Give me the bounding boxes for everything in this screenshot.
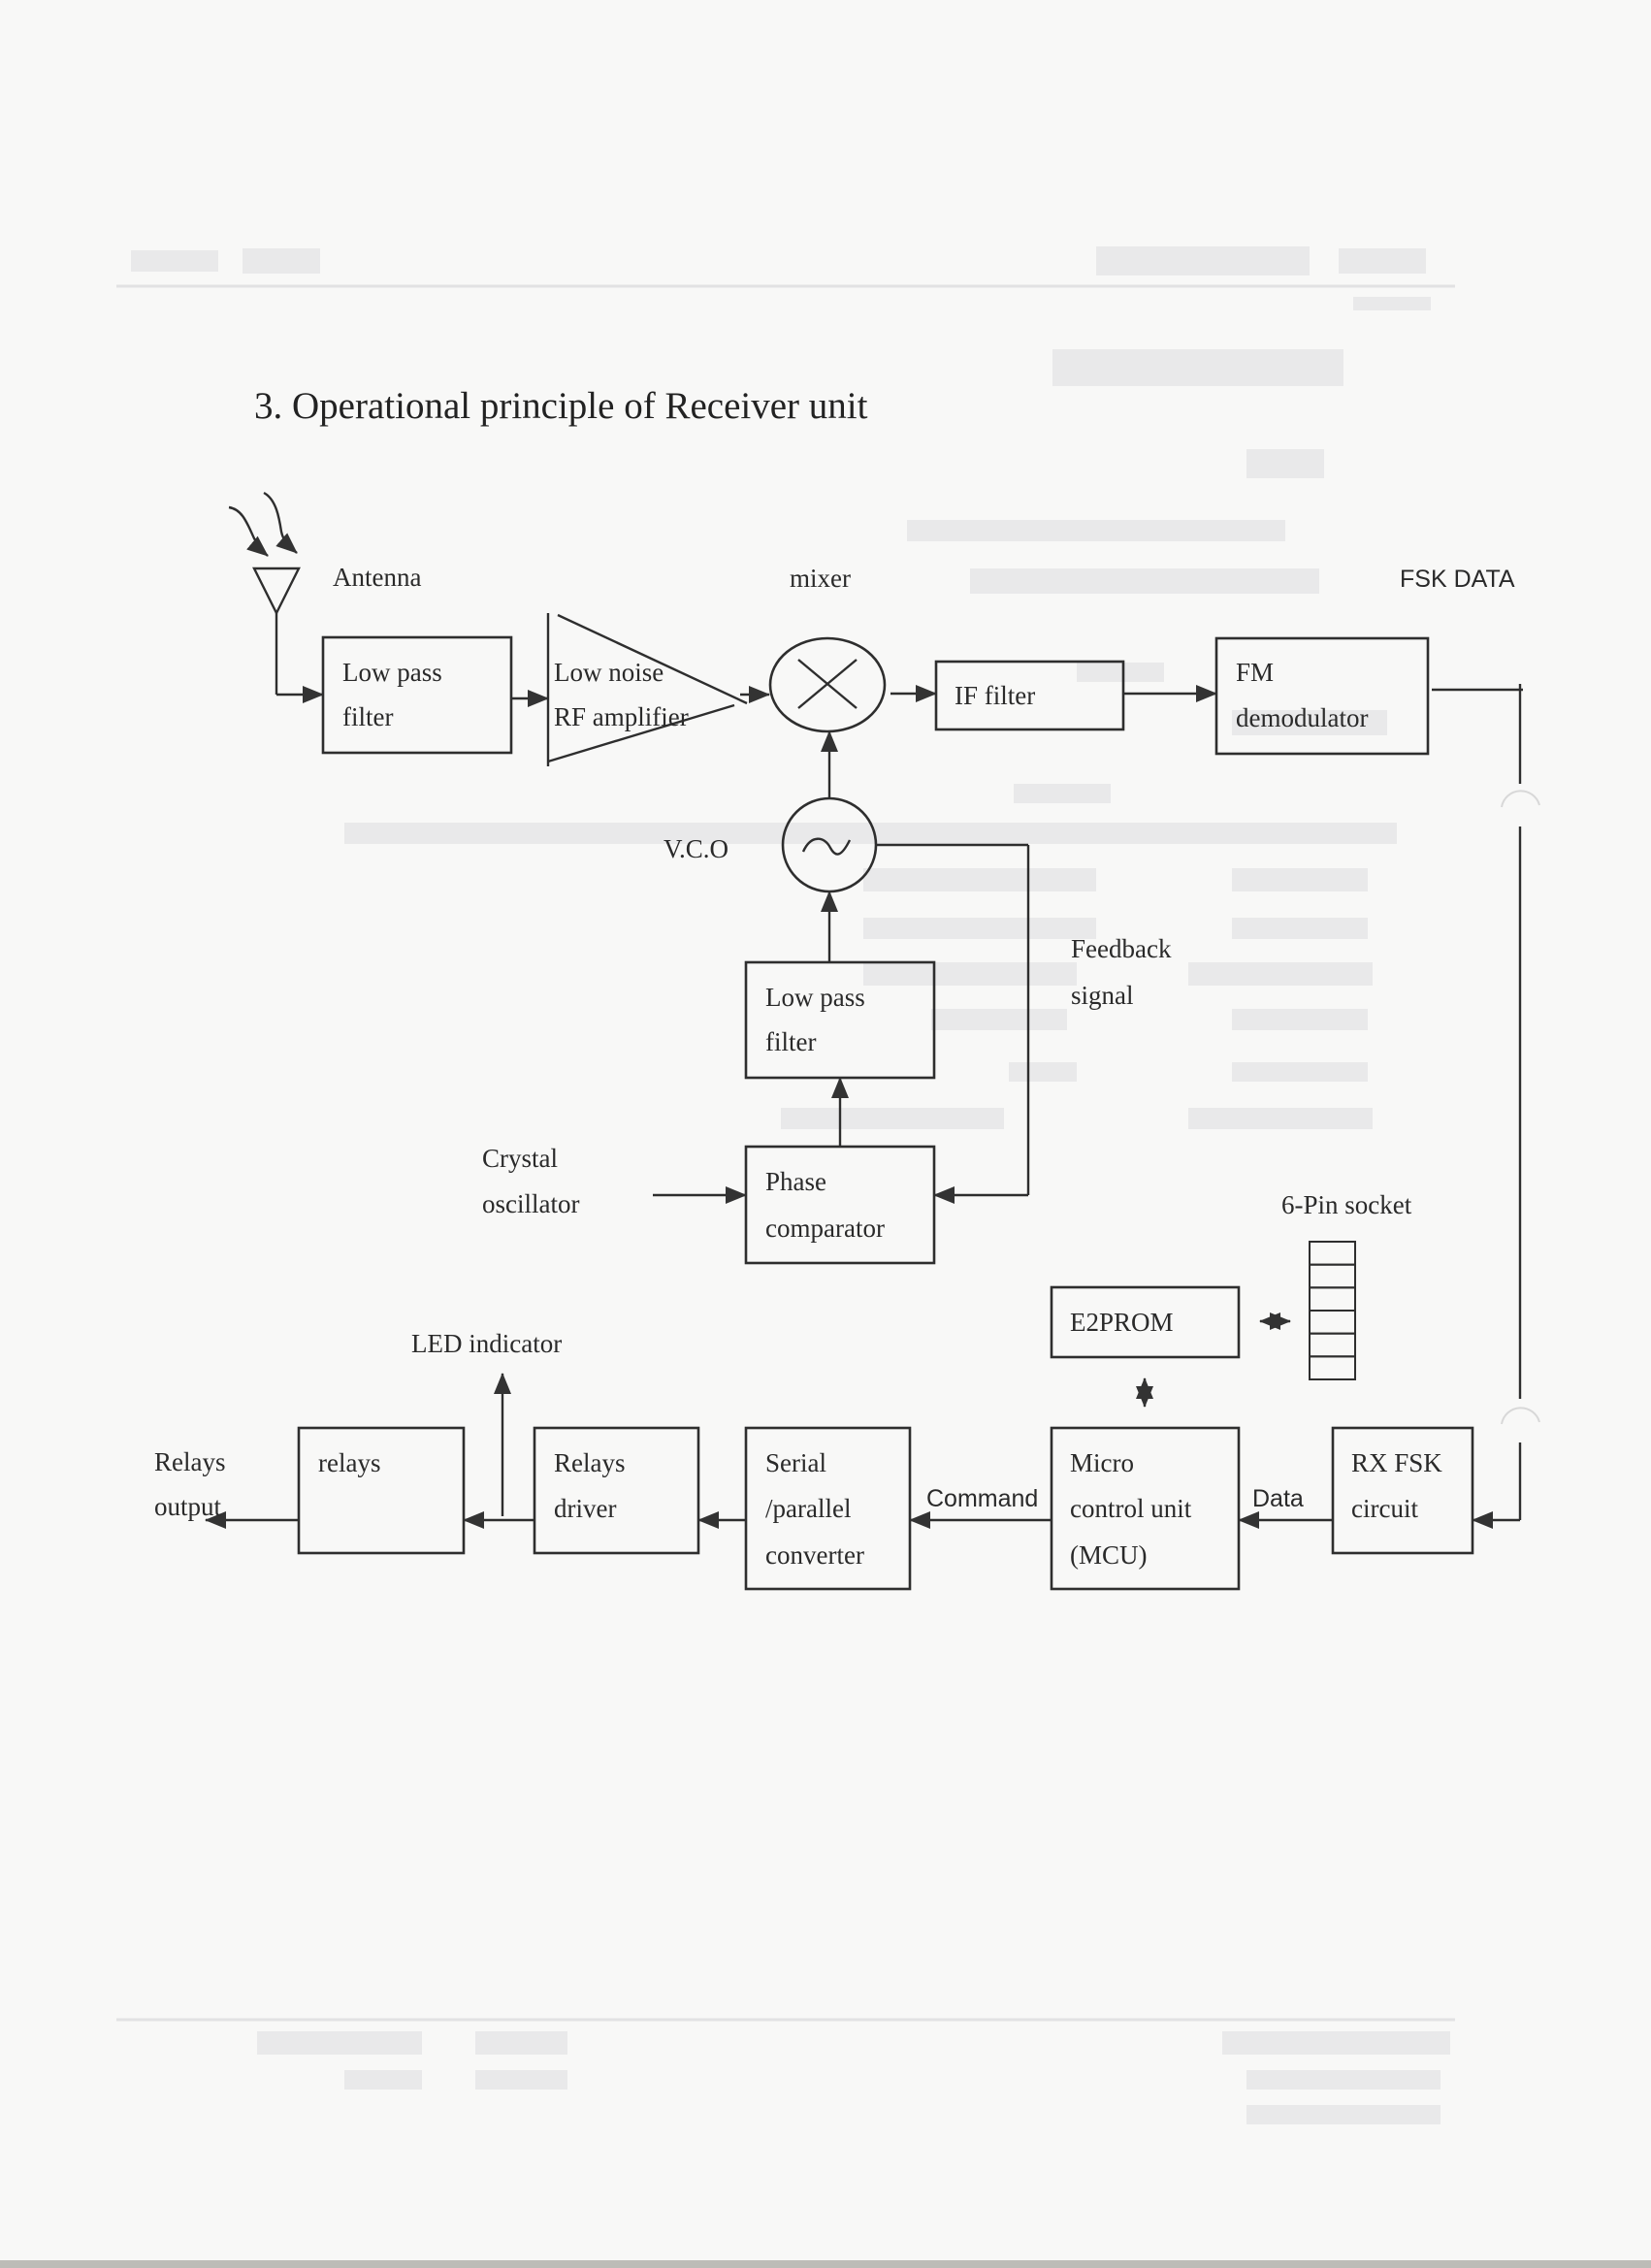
- block-lpf-pll-line2: filter: [765, 1027, 816, 1056]
- socket-pin: [1309, 1310, 1356, 1335]
- block-if-filter: IF filter: [934, 660, 1125, 731]
- feedback-label-line1: Feedback: [1071, 934, 1172, 963]
- block-rx-fsk-line2: circuit: [1351, 1494, 1418, 1523]
- scan-edge: [0, 2260, 1651, 2268]
- block-relays-driver-line2: driver: [554, 1494, 616, 1523]
- block-relays-driver: Relays driver: [533, 1426, 700, 1555]
- block-serial-line3: converter: [765, 1540, 864, 1570]
- block-e2prom-label: E2PROM: [1070, 1308, 1174, 1337]
- block-serial-line1: Serial: [765, 1448, 826, 1477]
- block-lpf-rf: Low pass filter: [321, 635, 513, 755]
- antenna-icon: [228, 491, 324, 703]
- mixer-label: mixer: [790, 564, 851, 593]
- block-mcu: Micro control unit (MCU): [1050, 1426, 1241, 1591]
- block-serial-line2: /parallel: [765, 1494, 851, 1523]
- block-phase-comp-line2: comparator: [765, 1214, 885, 1243]
- block-lpf-rf-line2: filter: [342, 702, 393, 731]
- block-lna-line1: Low noise: [554, 658, 664, 687]
- block-fm-demod-line1: FM: [1236, 658, 1274, 687]
- block-phase-comp-line1: Phase: [765, 1167, 826, 1196]
- block-serial-parallel-converter: Serial /parallel converter: [744, 1426, 912, 1591]
- vco-label: V.C.O: [664, 834, 728, 863]
- socket-pin: [1309, 1286, 1356, 1312]
- block-fm-demodulator: FM demodulator: [1214, 636, 1430, 756]
- mixer-icon: [768, 636, 887, 733]
- relays-output-label-line2: output: [154, 1492, 222, 1521]
- block-mcu-line3: (MCU): [1070, 1540, 1148, 1570]
- block-lpf-pll-line1: Low pass: [765, 983, 865, 1012]
- socket-pin: [1309, 1263, 1356, 1289]
- block-relays-label: relays: [318, 1448, 380, 1477]
- block-if-filter-label: IF filter: [955, 681, 1035, 710]
- six-pin-socket: [1309, 1241, 1356, 1381]
- vco-icon: [781, 796, 878, 893]
- socket-pin: [1309, 1355, 1356, 1381]
- socket-pin: [1309, 1332, 1356, 1358]
- crystal-label-line1: Crystal: [482, 1144, 558, 1173]
- block-phase-comparator: Phase comparator: [744, 1145, 936, 1265]
- antenna-label: Antenna: [333, 563, 421, 592]
- block-rx-fsk-line1: RX FSK: [1351, 1448, 1442, 1477]
- block-relays-driver-line1: Relays: [554, 1448, 626, 1477]
- crystal-label-line2: oscillator: [482, 1189, 579, 1218]
- block-mcu-line1: Micro: [1070, 1448, 1134, 1477]
- bleed-through-artifacts: [116, 246, 1455, 2124]
- feedback-label-line2: signal: [1071, 981, 1134, 1010]
- fsk-data-path: [1432, 684, 1540, 1529]
- block-mcu-line2: control unit: [1070, 1494, 1192, 1523]
- block-lna: Low noise RF amplifier: [546, 613, 748, 766]
- data-label: Data: [1252, 1485, 1304, 1512]
- block-rx-fsk: RX FSK circuit: [1331, 1426, 1474, 1555]
- socket-pin: [1309, 1241, 1356, 1266]
- block-fm-demod-line2: demodulator: [1236, 703, 1368, 732]
- led-indicator-label: LED indicator: [411, 1329, 562, 1358]
- block-e2prom: E2PROM: [1050, 1285, 1241, 1359]
- block-lna-line2: RF amplifier: [554, 702, 689, 731]
- section-title: 3. Operational principle of Receiver uni…: [254, 385, 868, 427]
- six-pin-socket-label: 6-Pin socket: [1281, 1190, 1412, 1219]
- command-label: Command: [926, 1485, 1038, 1512]
- block-relays: relays: [297, 1426, 466, 1555]
- block-lpf-rf-line1: Low pass: [342, 658, 442, 687]
- relays-output-label-line1: Relays: [154, 1447, 226, 1476]
- fsk-data-label: FSK DATA: [1400, 566, 1515, 593]
